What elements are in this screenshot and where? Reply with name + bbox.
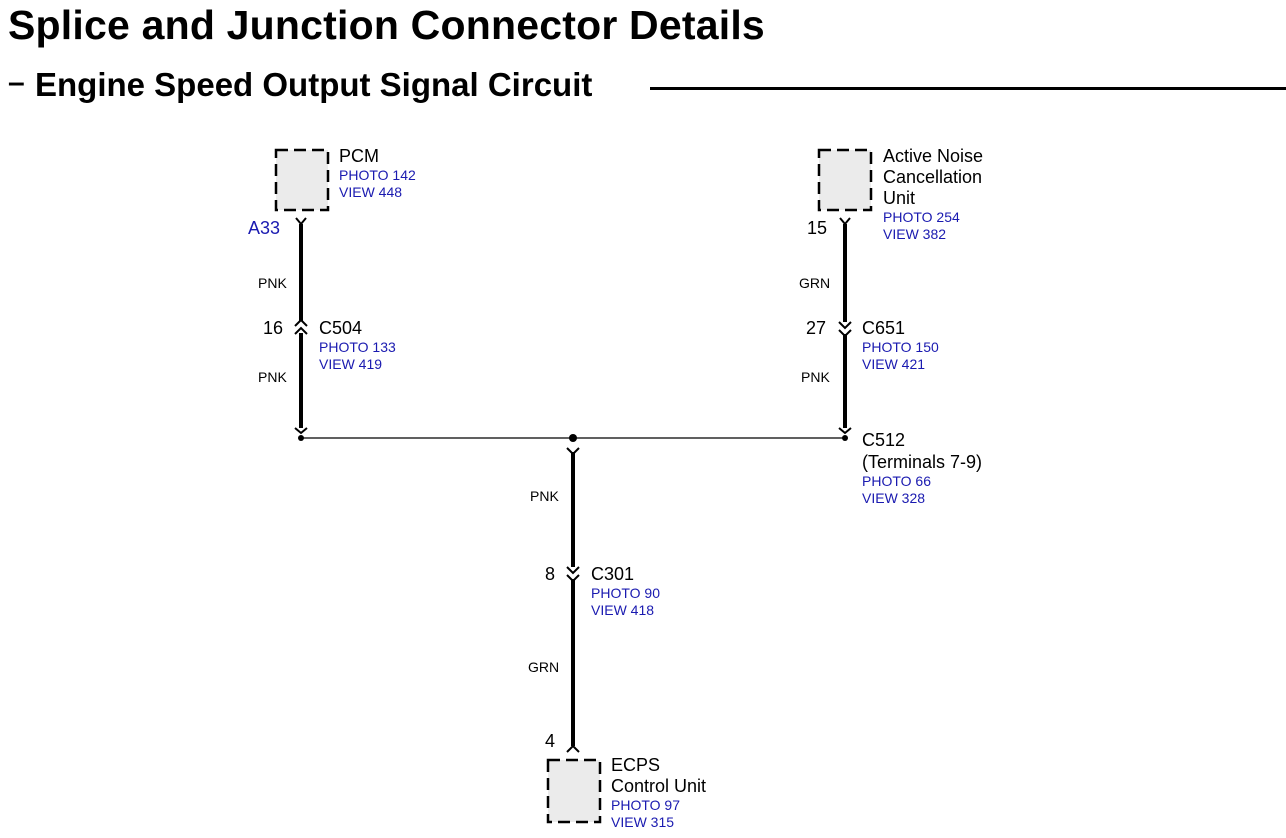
section-rule [650,87,1286,90]
page-title: Splice and Junction Connector Details [8,2,765,48]
anc-photo-link[interactable]: PHOTO 254 [883,209,960,225]
center-wire-lower-color: GRN [528,659,560,675]
anc-wire-upper-color: GRN [799,275,831,291]
c512-photo-link[interactable]: PHOTO 66 [862,473,931,489]
anc-view-link[interactable]: VIEW 382 [883,226,947,242]
ecps-terminal [566,744,580,753]
ecps-box [546,758,602,824]
anc-pin: 15 [807,218,828,238]
ecps-view-link[interactable]: VIEW 315 [611,814,675,830]
c504-connector-upper [294,318,308,327]
pcm-wire-upper-color: PNK [258,275,287,291]
pcm-photo-link[interactable]: PHOTO 142 [339,167,416,183]
c512-terminals: (Terminals 7-9) [862,452,983,472]
c651-connector-upper [838,321,852,330]
anc-name-line1: Active Noise [883,146,984,166]
subtitle-dash: – [8,66,25,99]
ecps-photo-link[interactable]: PHOTO 97 [611,797,680,813]
c301-view-link[interactable]: VIEW 418 [591,602,655,618]
c651-view-link[interactable]: VIEW 421 [862,356,926,372]
pcm-box [274,148,330,212]
c651-pin: 27 [806,318,827,338]
section-header: – Engine Speed Output Signal Circuit [8,66,1286,106]
c651-photo-link[interactable]: PHOTO 150 [862,339,939,355]
splice-node [569,434,577,442]
anc-terminal [839,217,851,226]
anc-box [817,148,873,212]
anc-name-line3: Unit [883,188,916,208]
c651-name: C651 [862,318,906,338]
pcm-pin: A33 [248,218,281,238]
pcm-wire-lower-color: PNK [258,369,287,385]
section-title: Engine Speed Output Signal Circuit [35,66,593,103]
c512-left-terminal [294,427,308,435]
c504-pin: 16 [263,318,284,338]
c301-photo-link[interactable]: PHOTO 90 [591,585,660,601]
c504-photo-link[interactable]: PHOTO 133 [319,339,396,355]
anc-name-line2: Cancellation [883,167,983,187]
ecps-name-line1: ECPS [611,755,661,775]
center-wire-upper-color: PNK [530,488,559,504]
c504-name: C504 [319,318,363,338]
c301-pin: 8 [545,564,556,584]
c512-name: C512 [862,430,906,450]
c301-connector-upper [566,566,580,575]
pcm-view-link[interactable]: VIEW 448 [339,184,403,200]
ecps-name-line2: Control Unit [611,776,707,796]
c512-view-link[interactable]: VIEW 328 [862,490,926,506]
anc-wire-lower-color: PNK [801,369,830,385]
c504-connector-lower [294,326,308,335]
c504-view-link[interactable]: VIEW 419 [319,356,383,372]
pcm-name: PCM [339,146,379,166]
c512-right-terminal [838,427,852,435]
ecps-pin: 4 [545,731,556,751]
c301-name: C301 [591,564,635,584]
pcm-terminal [295,217,307,226]
